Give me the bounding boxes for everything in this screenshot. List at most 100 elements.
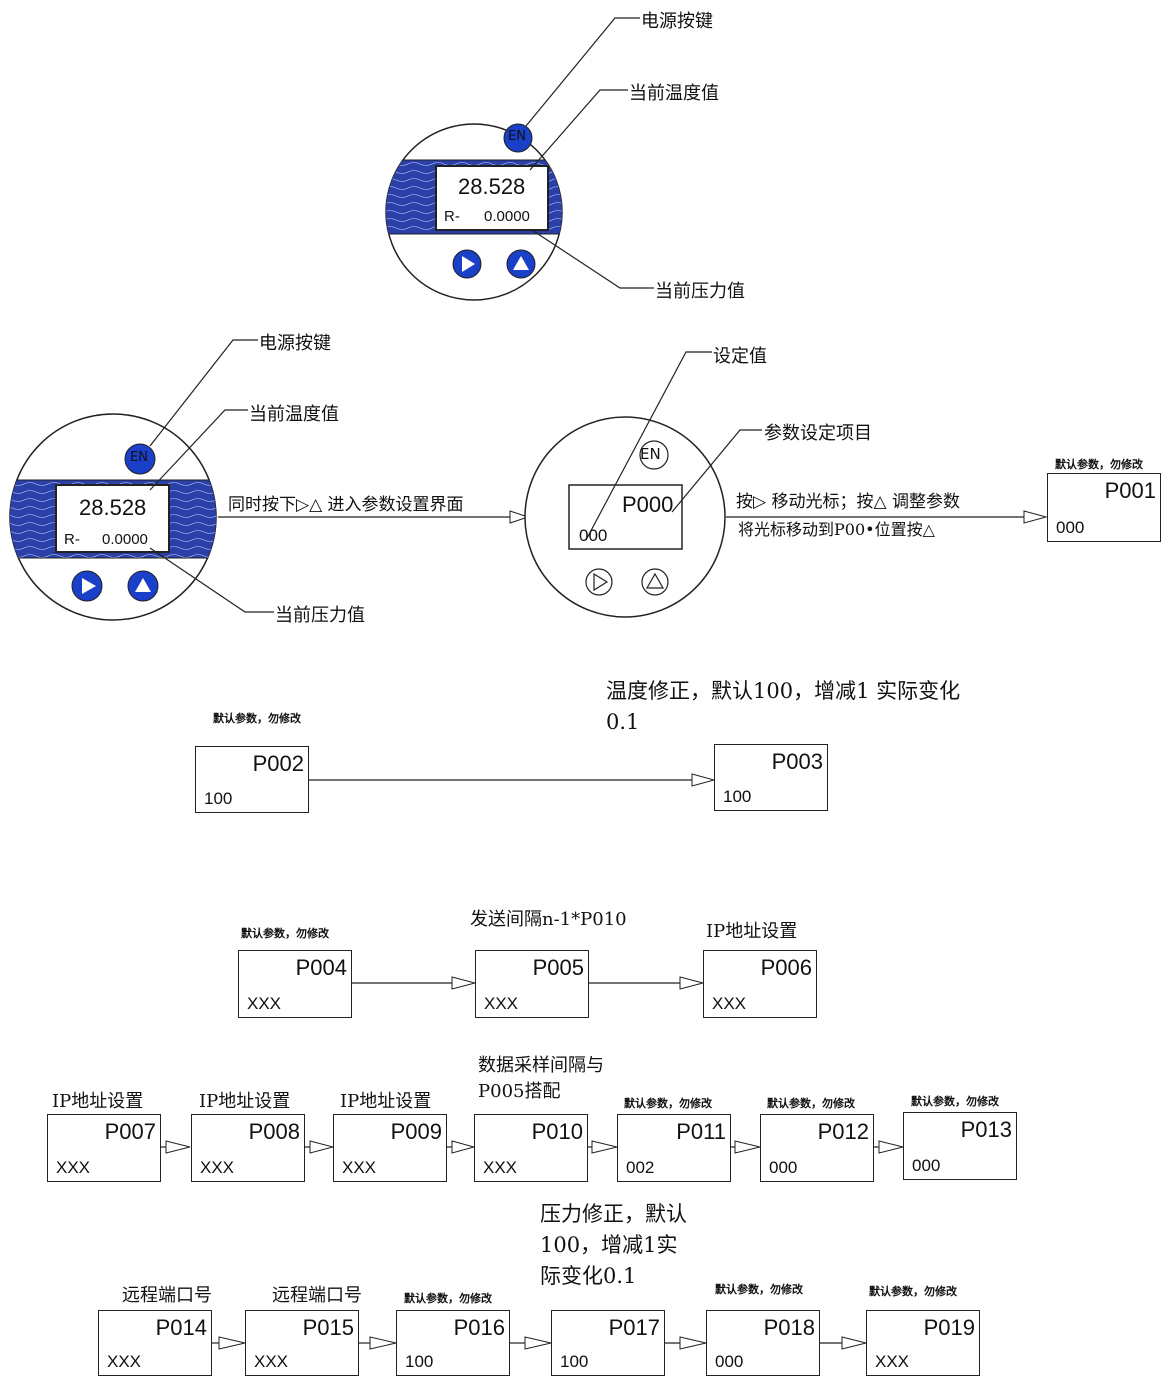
param-box-p002: P002 100 (195, 746, 309, 813)
param-code: P002 (252, 751, 304, 776)
label-temp: 当前温度值 (629, 83, 719, 104)
arrows-row-2 (160, 1140, 904, 1154)
param-code: P015 (302, 1315, 354, 1340)
param-code: P007 (104, 1119, 156, 1144)
en-label: EN (640, 445, 661, 463)
note-default: 默认参数，勿修改 (869, 1285, 957, 1298)
lcd-pressure: 0.0000 (484, 208, 530, 225)
lcd-code: P000 (622, 492, 674, 517)
param-box-p008: P008 XXX (191, 1114, 305, 1182)
param-code: P017 (608, 1315, 660, 1340)
enter-settings-label: 同时按下▷△ 进入参数设置界面 (228, 495, 464, 515)
arrows-row-3 (211, 1336, 867, 1350)
param-code: P006 (760, 955, 812, 980)
param-code: P011 (676, 1119, 726, 1144)
note-remote-port: 远程端口号 (272, 1285, 362, 1306)
note-default: 默认参数，勿修改 (404, 1292, 492, 1305)
lcd-pressure: 0.0000 (102, 531, 148, 548)
param-code: P016 (453, 1315, 505, 1340)
param-code: P005 (532, 955, 584, 980)
param-code: P019 (923, 1315, 975, 1340)
param-box-p019: P019 XXX (866, 1310, 980, 1376)
label-set-value: 设定值 (713, 346, 767, 367)
note-temp-correction: 温度修正，默认100，增减1 实际变化0.1 (606, 679, 961, 734)
param-code: P012 (817, 1119, 869, 1144)
label-power: 电源按键 (259, 333, 331, 354)
arrow-p002-p003 (308, 773, 716, 787)
note-default: 默认参数，勿修改 (767, 1097, 855, 1110)
param-value: XXX (107, 1352, 142, 1371)
param-value: XXX (247, 994, 282, 1013)
param-box-p001: P001 000 (1047, 473, 1161, 542)
param-value: 100 (723, 787, 752, 806)
label-pressure: 当前压力值 (655, 281, 745, 302)
note-pressure-correction: 压力修正，默认100，增减1实际变化0.1 (540, 1202, 687, 1288)
param-code: P014 (155, 1315, 207, 1340)
en-label: EN (130, 450, 148, 465)
param-code: P009 (390, 1119, 442, 1144)
param-box-p014: P014 XXX (98, 1310, 212, 1376)
param-box-p010: P010 XXX (474, 1114, 588, 1182)
param-value: XXX (342, 1158, 377, 1177)
param-value: 002 (626, 1158, 655, 1177)
label-pressure: 当前压力值 (275, 605, 365, 626)
lcd-pressure-prefix: R- (64, 531, 80, 548)
note-default: 默认参数，勿修改 (715, 1283, 803, 1296)
param-value: XXX (254, 1352, 289, 1371)
param-value: XXX (712, 994, 747, 1013)
label-param-item: 参数设定项目 (764, 423, 872, 444)
param-code: P010 (531, 1119, 583, 1144)
param-value: 100 (560, 1352, 589, 1371)
param-box-p015: P015 XXX (245, 1310, 359, 1376)
param-value: 000 (715, 1352, 744, 1371)
power-button-icon[interactable] (503, 123, 533, 153)
arrow-to-p001 (726, 510, 1048, 524)
device-setting (524, 351, 762, 618)
power-button-icon[interactable] (124, 443, 156, 475)
lcd-temp: 28.528 (79, 495, 147, 520)
note-ip: IP地址设置 (52, 1091, 144, 1112)
param-value: XXX (200, 1158, 235, 1177)
param-box-p004: P004 XXX (238, 950, 352, 1018)
note-default: 默认参数，勿修改 (241, 927, 329, 940)
note-ip: IP地址设置 (340, 1091, 432, 1112)
lcd-temp: 28.528 (458, 174, 526, 199)
param-box-p012: P012 000 (760, 1114, 874, 1182)
label-power: 电源按键 (641, 11, 713, 32)
param-box-p006: P006 XXX (703, 950, 817, 1018)
param-value: 000 (912, 1156, 941, 1175)
param-value: 100 (204, 789, 233, 808)
lcd-value: 000 (579, 526, 608, 545)
param-value: 100 (405, 1352, 434, 1371)
param-code: P018 (763, 1315, 815, 1340)
lcd-pressure-prefix: R- (444, 208, 460, 225)
param-code: P001 (1104, 478, 1156, 503)
param-box-p007: P007 XXX (47, 1114, 161, 1182)
arrows-row-1 (352, 976, 705, 990)
param-box-p003: P003 100 (714, 744, 828, 811)
param-value: XXX (875, 1352, 910, 1371)
param-value: XXX (483, 1158, 518, 1177)
param-box-p011: P011 002 (617, 1114, 731, 1182)
cursor-instruction-2: 将光标移动到P00•位置按△ (738, 520, 935, 539)
note-default: 默认参数，勿修改 (1055, 458, 1143, 471)
param-value: XXX (56, 1158, 91, 1177)
param-box-p013: P013 000 (903, 1112, 1017, 1180)
note-default: 默认参数，勿修改 (624, 1097, 712, 1110)
label-temp: 当前温度值 (249, 404, 339, 425)
param-value: 000 (1056, 518, 1085, 537)
power-button-icon[interactable] (639, 440, 669, 470)
param-code: P008 (248, 1119, 300, 1144)
note-ip: IP地址设置 (199, 1091, 291, 1112)
param-box-p009: P009 XXX (333, 1114, 447, 1182)
param-value: 000 (769, 1158, 798, 1177)
arrow-enter (218, 510, 530, 524)
param-box-p017: P017 100 (551, 1310, 665, 1376)
en-label: EN (508, 129, 526, 144)
param-box-p018: P018 000 (706, 1310, 820, 1376)
param-box-p005: P005 XXX (475, 950, 589, 1018)
param-code: P004 (295, 955, 347, 980)
note-ip: IP地址设置 (706, 921, 798, 942)
right-button-icon[interactable] (585, 568, 613, 596)
